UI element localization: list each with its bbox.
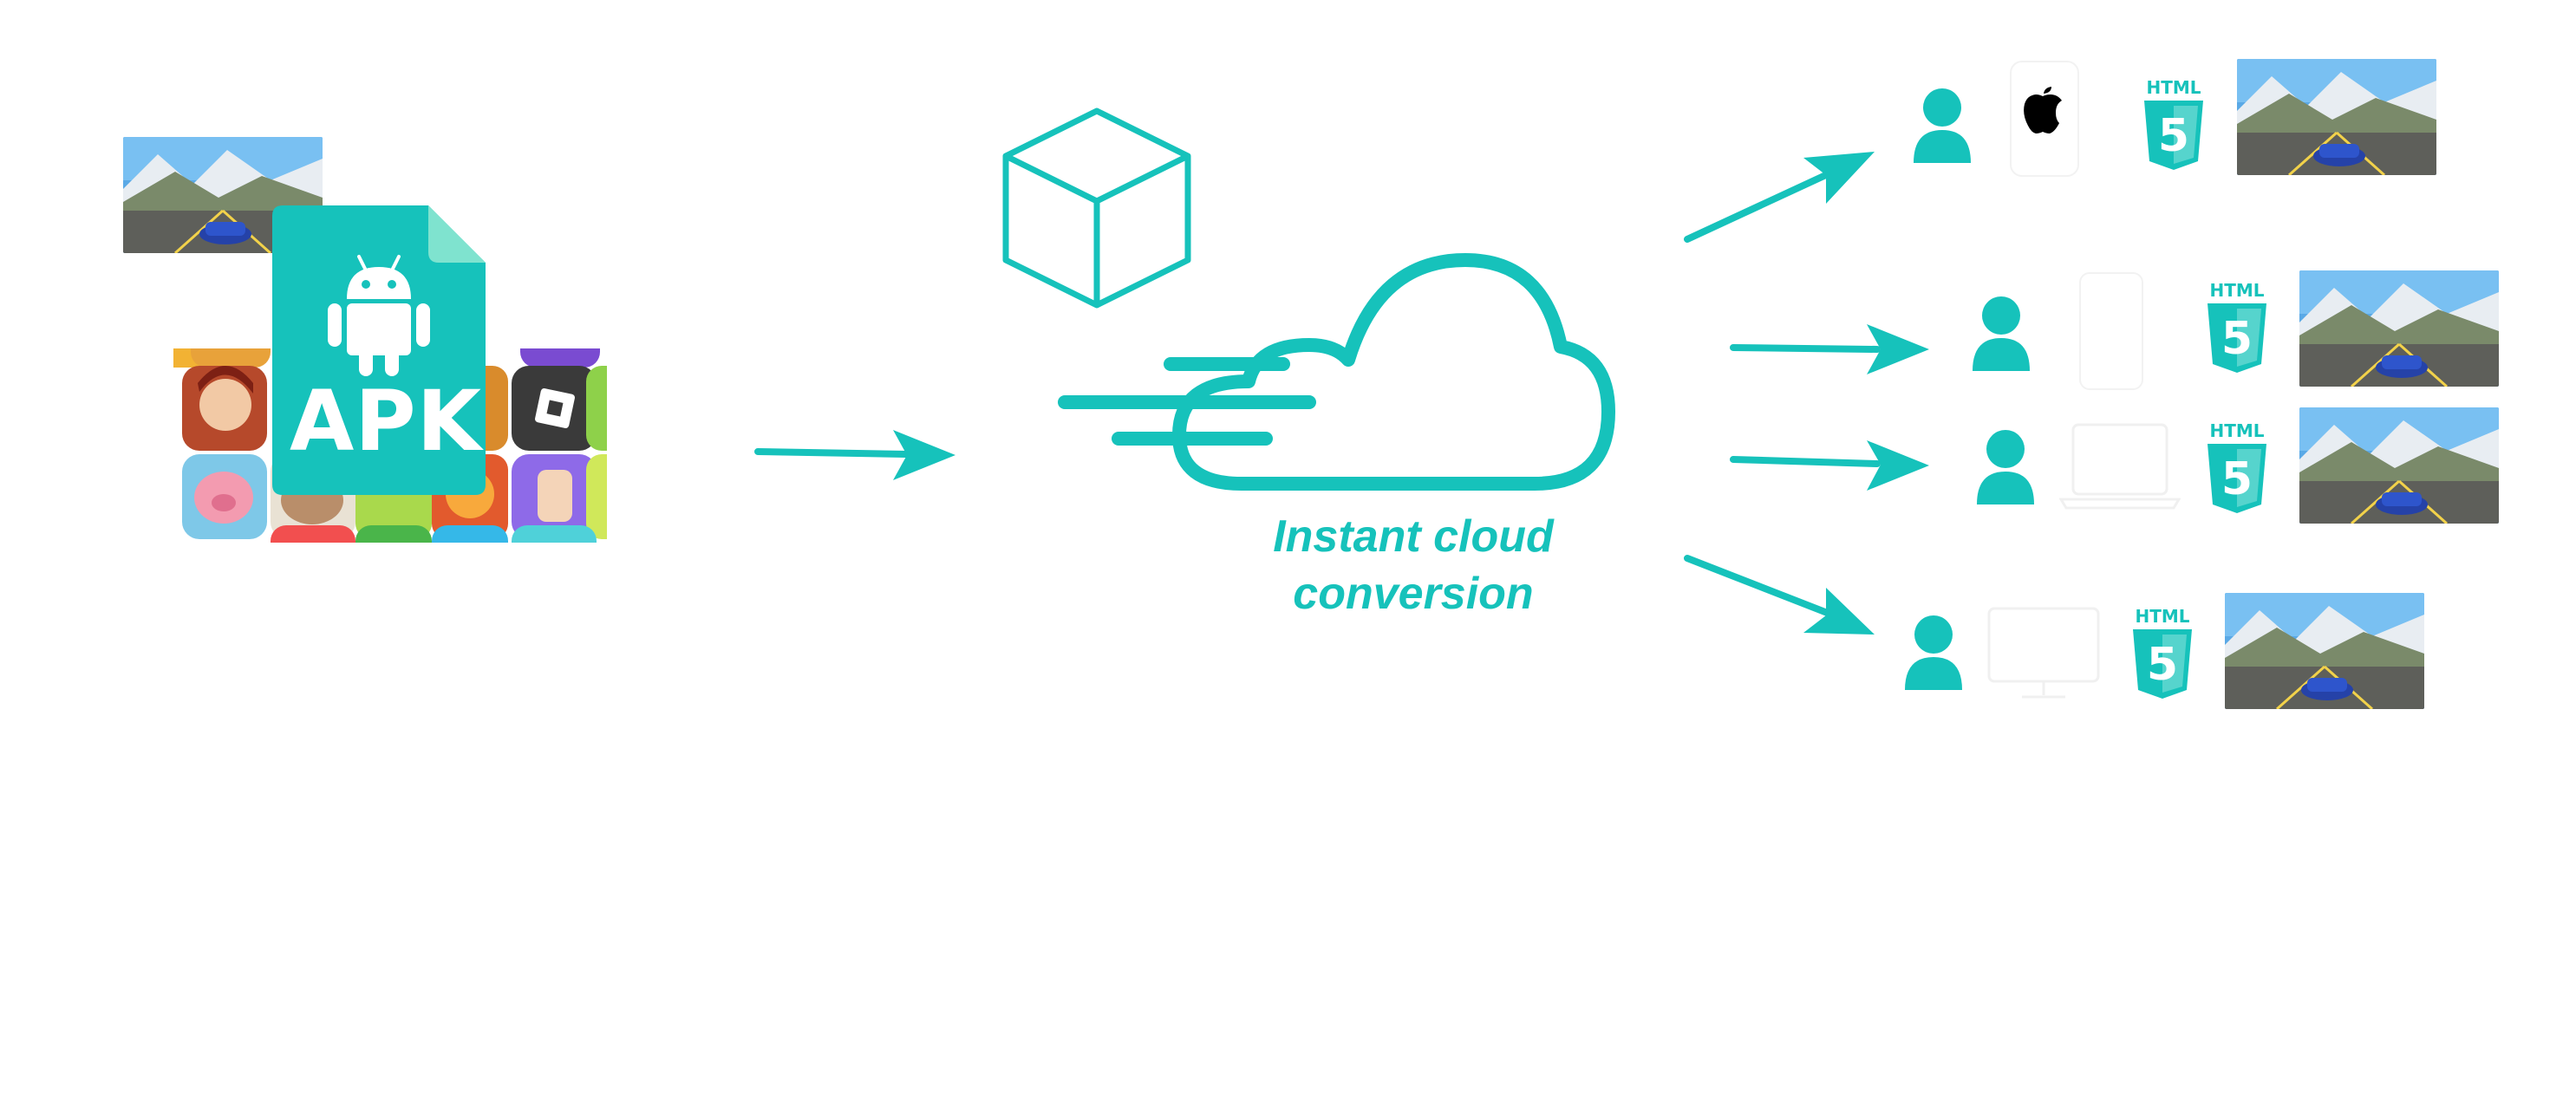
arrow-to-cloud: [754, 425, 962, 485]
html5-badge-label: HTML: [2209, 280, 2264, 301]
game-screenshot: [2237, 59, 2436, 175]
arrow-to-output-1: [1682, 139, 1890, 251]
html5-badge-number: 5: [2147, 639, 2178, 691]
user-icon: [1912, 87, 1973, 165]
phone-device: [2079, 272, 2143, 390]
arrow-to-output-4: [1682, 546, 1890, 641]
html5-badge: HTML 5: [2128, 605, 2197, 702]
laptop-device: [2058, 421, 2181, 511]
apple-icon: [2023, 87, 2063, 135]
caption-line-2: conversion: [1293, 569, 1534, 619]
user-icon: [1903, 614, 1964, 692]
game-screenshot: [2299, 270, 2499, 387]
html5-badge: HTML 5: [2202, 279, 2272, 376]
html5-badge: HTML 5: [2139, 76, 2208, 173]
html5-badge-number: 5: [2158, 110, 2189, 162]
game-screenshot: [2225, 593, 2424, 709]
html5-badge-number: 5: [2221, 453, 2253, 505]
caption-line-1: Instant cloud: [1273, 511, 1554, 562]
cube-icon: [997, 106, 1197, 310]
arrow-to-output-3: [1730, 433, 1938, 494]
html5-badge-number: 5: [2221, 313, 2253, 365]
user-icon: [1975, 428, 2036, 506]
user-icon: [1971, 295, 2031, 373]
html5-badge-label: HTML: [2209, 420, 2264, 441]
iphone-device: [2010, 61, 2079, 177]
html5-badge-label: HTML: [2135, 606, 2189, 627]
game-screenshot: [2299, 407, 2499, 524]
desktop-monitor-device: [1986, 605, 2102, 702]
html5-badge: HTML 5: [2202, 420, 2272, 517]
android-icon: [323, 251, 435, 377]
arrow-to-output-2: [1730, 319, 1938, 380]
cloud-caption: Instant cloud conversion: [1262, 508, 1565, 622]
apk-label: APK: [289, 373, 483, 470]
cloud-icon: [1049, 251, 1621, 503]
html5-badge-label: HTML: [2146, 77, 2201, 98]
